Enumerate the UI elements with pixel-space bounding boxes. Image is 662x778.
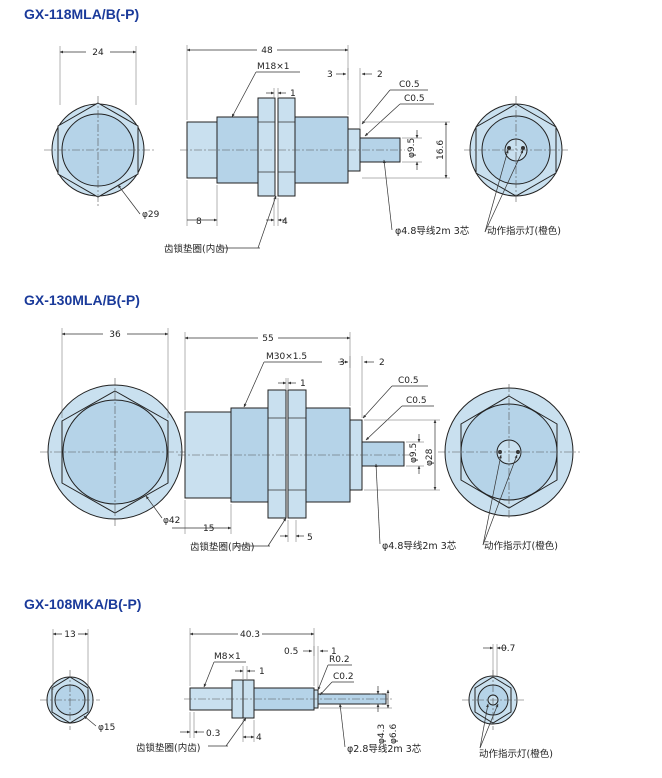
s1-dim-length: 48	[261, 46, 273, 56]
s3-dim-length: 40.3	[240, 630, 260, 640]
s2-dim-chamfer-1: C0.5	[398, 376, 419, 386]
s2-side-view: 55 M30×1.5 1 3 2 C0.5 C0.5	[172, 332, 457, 553]
s3-dim-face-width: 13	[64, 630, 75, 640]
s3-dim-dia-large: φ6.6	[389, 723, 399, 744]
s1-dim-chamfer-1: C0.5	[399, 80, 420, 90]
section-2-drawing: 36 φ42 55 M30×1.5	[40, 328, 580, 553]
s2-indicator-label: 动作指示灯(橙色)	[484, 540, 558, 552]
s2-cable-label: φ4.8导线2m 3芯	[382, 540, 457, 552]
s3-dim-nut-thickness: 1	[259, 667, 265, 677]
section-3-drawing: 13 φ15 40.3 M8×1 1	[40, 628, 553, 760]
s2-dim-front-len: 15	[203, 524, 214, 534]
section-1-title: GX-118MLA/B(-P)	[24, 6, 140, 22]
s2-dim-face-diameter: φ42	[163, 516, 180, 526]
s2-dim-face-width: 36	[109, 330, 121, 340]
s2-dim-thread: M30×1.5	[266, 352, 307, 362]
s3-dim-radius: R0.2	[329, 655, 350, 665]
s2-washer-label: 齿锁垫圈(内齿)	[190, 541, 254, 553]
s1-back-view: 动作指示灯(橙色)	[464, 96, 568, 237]
s1-dim-face-width: 24	[92, 48, 104, 58]
s1-dim-top-3: 3	[327, 70, 333, 80]
s2-dim-nut-width: 5	[307, 533, 313, 543]
s3-indicator-label: 动作指示灯(橙色)	[479, 748, 553, 760]
s1-dim-top-2: 2	[377, 70, 383, 80]
s3-dim-chamfer: C0.2	[333, 672, 354, 682]
s1-dim-face-diameter: φ29	[142, 210, 160, 220]
s3-dim-dia-small: φ4.3	[377, 724, 387, 744]
s1-dim-dia-small: φ9.5	[407, 138, 417, 158]
s3-back-view: 0.7 动作指示灯(橙色)	[462, 644, 553, 760]
s2-back-view: 动作指示灯(橙色)	[438, 384, 580, 552]
s1-dim-thread: M18×1	[257, 62, 289, 72]
s2-dim-top-3: 3	[339, 358, 345, 368]
s3-washer-label: 齿锁垫圈(内齿)	[136, 742, 200, 754]
section-3-title: GX-108MKA/B(-P)	[24, 596, 142, 612]
s3-dim-front-len: 0.3	[206, 729, 220, 739]
s1-front-view: 24 φ29	[44, 46, 160, 220]
s2-dim-dia-small: φ9.5	[409, 443, 419, 463]
s1-cable-label: φ4.8导线2m 3芯	[395, 225, 470, 237]
s1-dim-nut-width: 4	[282, 217, 288, 227]
s3-dim-nut-width: 4	[256, 733, 262, 743]
s1-dim-chamfer-2: C0.5	[404, 94, 425, 104]
section-1-drawing: 24 φ29 48 M18×1	[44, 44, 568, 255]
s1-dim-front-len: 8	[196, 217, 202, 227]
s1-indicator-label: 动作指示灯(橙色)	[487, 225, 561, 237]
s2-dim-length: 55	[262, 334, 273, 344]
s1-side-view: 48 M18×1 1 3 2 C0.5 C0.5 φ9	[164, 44, 470, 255]
s3-dim-top-05: 0.5	[284, 647, 298, 657]
s1-dim-nut-thickness: 1	[290, 89, 296, 99]
s2-dim-chamfer-2: C0.5	[406, 396, 427, 406]
s1-dim-dia-large: 16.6	[436, 140, 446, 160]
s3-dim-top-1: 1	[331, 647, 337, 657]
s3-side-view: 40.3 M8×1 1 0.5 1 R0.2 C0.2	[136, 628, 422, 755]
section-2-title: GX-130MLA/B(-P)	[24, 292, 140, 308]
s2-dim-top-2: 2	[379, 358, 385, 368]
s3-dim-face-diameter: φ15	[98, 723, 115, 733]
s3-dim-indicator-offset: 0.7	[501, 644, 515, 654]
s2-front-view: 36 φ42	[40, 328, 192, 528]
s2-dim-nut-thickness: 1	[300, 379, 306, 389]
s1-washer-label: 齿锁垫圈(内齿)	[164, 243, 228, 255]
s3-cable-label: φ2.8导线2m 3芯	[347, 743, 422, 755]
s3-dim-thread: M8×1	[214, 652, 241, 662]
s2-dim-dia-large: φ28	[425, 448, 435, 466]
s3-front-view: 13 φ15	[40, 628, 115, 733]
